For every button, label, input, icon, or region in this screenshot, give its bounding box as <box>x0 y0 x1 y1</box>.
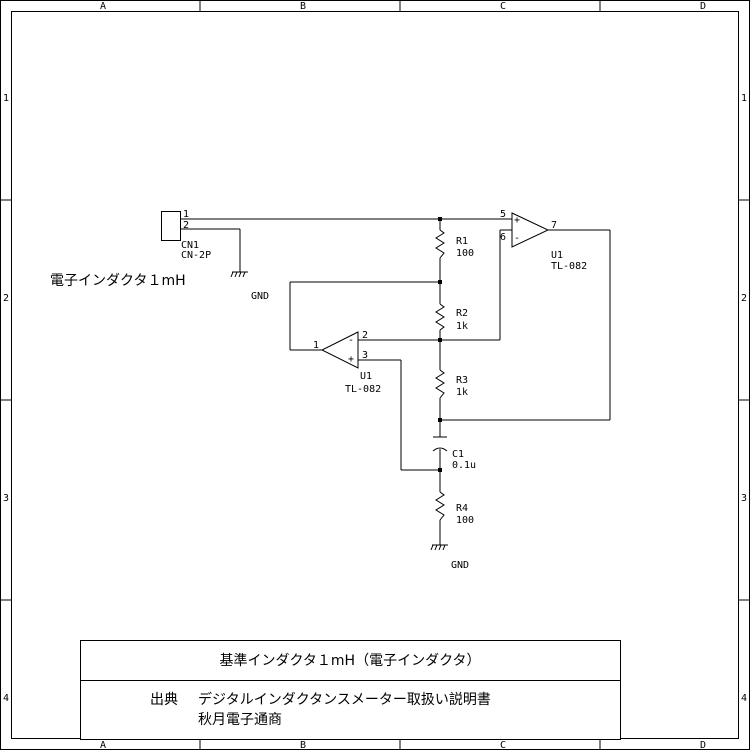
opamp-bottom-ref-label: U1 <box>360 371 372 382</box>
title-block <box>80 640 621 740</box>
r4-value-label: 100 <box>456 515 474 526</box>
frame-col-a-top: A <box>100 1 106 12</box>
frame-row-2-left: 2 <box>3 293 9 304</box>
junction-dots <box>438 217 442 472</box>
ground-symbol-bottom <box>430 544 448 551</box>
r1-ref-label: R1 <box>456 236 468 247</box>
opamp-top-triangle <box>511 212 550 248</box>
c1-value-label: 0.1u <box>452 460 476 471</box>
opamp-bottom-plus-sign: + <box>348 354 354 365</box>
frame-row-3-left: 3 <box>3 493 9 504</box>
gnd-label-bottom: GND <box>451 560 469 571</box>
opamp-top-pin7: 7 <box>551 220 557 231</box>
circuit-caption: 電子インダクタ１mH <box>50 273 186 289</box>
frame-col-a-bottom: A <box>100 740 106 750</box>
r1-value-label: 100 <box>456 248 474 259</box>
opamp-top-minus-sign: - <box>514 233 520 244</box>
resistor-r2 <box>435 303 445 331</box>
frame-col-d-top: D <box>700 1 706 12</box>
r2-value-label: 1k <box>456 321 468 332</box>
frame-row-1-left: 1 <box>3 93 9 104</box>
resistor-r3 <box>435 369 445 399</box>
frame-row-4-left: 4 <box>3 693 9 704</box>
title-block-source-line2: 秋月電子通商 <box>198 712 282 728</box>
ground-symbol-top <box>230 271 248 278</box>
opamp-bottom-pin1: 1 <box>313 340 319 351</box>
opamp-top-pin6: 6 <box>500 232 506 243</box>
opamp-bottom-pin3: 3 <box>362 350 368 361</box>
connector-cn1 <box>161 211 440 272</box>
cn1-pin1-label: 1 <box>183 209 189 220</box>
frame-col-b-top: B <box>300 1 306 12</box>
frame-row-2-right: 2 <box>741 293 747 304</box>
resistor-r4 <box>435 491 445 521</box>
cn1-pin2-label: 2 <box>183 220 189 231</box>
frame-col-c-bottom: C <box>500 740 506 750</box>
frame-col-b-bottom: B <box>300 740 306 750</box>
r3-value-label: 1k <box>456 387 468 398</box>
main-wires <box>289 218 611 545</box>
title-block-title: 基準インダクタ１mH（電子インダクタ） <box>219 652 480 669</box>
opamp-bottom-minus-sign: - <box>348 335 354 346</box>
frame-col-d-bottom: D <box>700 740 706 750</box>
opamp-top-value-label: TL-082 <box>551 261 587 272</box>
resistor-r1 <box>435 229 445 259</box>
r3-ref-label: R3 <box>456 375 468 386</box>
title-block-source-line1: デジタルインダクタンスメーター取扱い説明書 <box>198 691 491 708</box>
opamp-top-pin5: 5 <box>500 209 506 220</box>
r2-ref-label: R2 <box>456 308 468 319</box>
opamp-bottom-triangle <box>320 331 359 369</box>
title-block-source-label: 出典 <box>150 692 178 708</box>
opamp-top-ref-label: U1 <box>551 250 563 261</box>
c1-ref-label: C1 <box>452 449 464 460</box>
capacitor-c1 <box>432 436 448 452</box>
r4-ref-label: R4 <box>456 503 468 514</box>
frame-row-1-right: 1 <box>741 93 747 104</box>
cn1-ref-label: CN1 <box>181 240 199 251</box>
opamp-top-plus-sign: + <box>514 215 520 226</box>
frame-col-c-top: C <box>500 1 506 12</box>
opamp-bottom-value-label: TL-082 <box>345 384 381 395</box>
frame-row-4-right: 4 <box>741 693 747 704</box>
inner-border <box>11 11 739 739</box>
cn1-value-label: CN-2P <box>181 250 211 261</box>
frame-row-3-right: 3 <box>741 493 747 504</box>
opamp-bottom-pin2: 2 <box>362 330 368 341</box>
gnd-label-top: GND <box>251 291 269 302</box>
